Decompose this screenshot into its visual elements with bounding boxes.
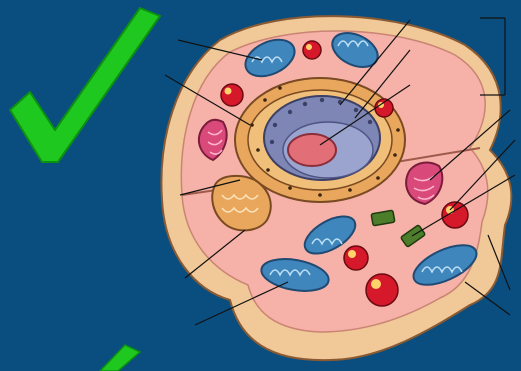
- lysosome: [221, 84, 243, 106]
- lysosome: [442, 202, 468, 228]
- checkmark-partial-icon: [100, 345, 140, 371]
- lysosome: [303, 41, 321, 59]
- lysosome: [366, 274, 398, 306]
- lysosome: [344, 246, 368, 270]
- checkmark-icon: [10, 8, 160, 162]
